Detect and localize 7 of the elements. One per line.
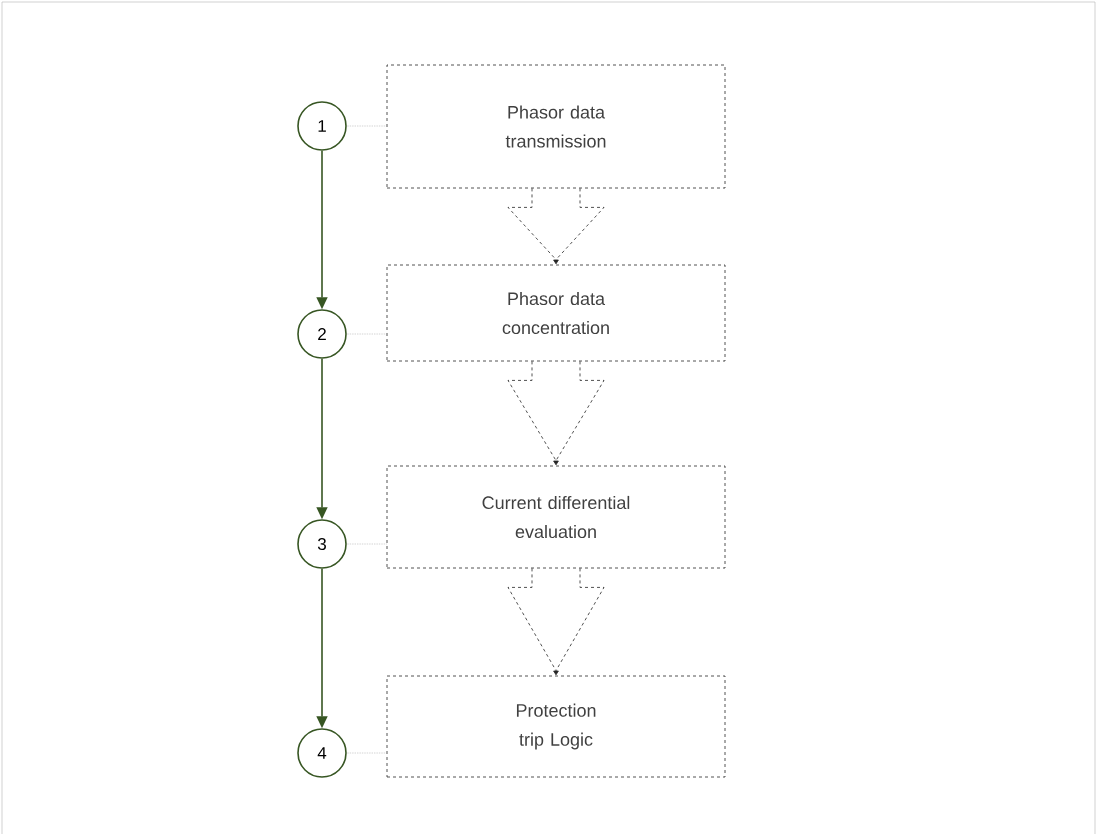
process-box: Phasor data transmission	[386, 64, 726, 189]
process-box: Protection trip Logic	[386, 675, 726, 778]
process-box: Phasor data concentration	[386, 264, 726, 362]
process-box: Current differential evaluation	[386, 465, 726, 569]
block-arrow	[507, 188, 605, 265]
block-arrow	[507, 361, 605, 466]
block-arrow	[507, 568, 605, 676]
